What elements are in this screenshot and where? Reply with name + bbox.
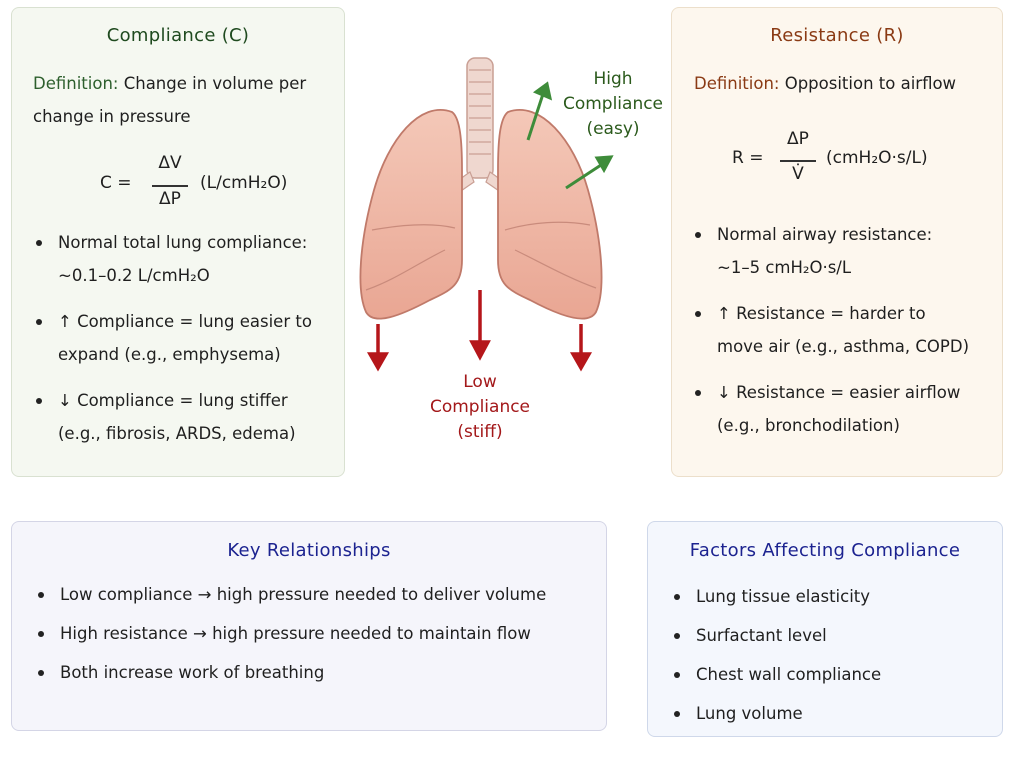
key-relationships-list: Low compliance → high pressure needed to…: [38, 578, 600, 689]
key-relationship-item: Low compliance → high pressure needed to…: [38, 578, 600, 611]
bullet-dot: [38, 670, 44, 676]
compliance-bullet-list: Normal total lung compliance: ~0.1–0.2 L…: [36, 226, 343, 450]
resistance-formula-denominator: V̇: [792, 164, 804, 184]
right-lung: [497, 109, 603, 320]
compliance-bullet: Normal total lung compliance: ~0.1–0.2 L…: [36, 226, 343, 292]
low-compliance-arrow: [469, 290, 491, 361]
low-compliance-arrow: [569, 324, 593, 372]
compliance-bullet: ↓ Compliance = lung stiffer (e.g., fibro…: [36, 384, 343, 450]
resistance-definition-lead: Definition:: [694, 74, 780, 93]
low-compliance-label: Low Compliance (stiff): [429, 372, 531, 442]
key-relationship-item: Both increase work of breathing: [38, 656, 600, 689]
compliance-formula-lhs: C =: [100, 173, 132, 193]
bullet-dot: [695, 390, 701, 396]
factor-item: Surfactant level: [674, 619, 996, 652]
key-relationships-card: Key Relationships Low compliance → high …: [11, 521, 607, 731]
high-compliance-label: High Compliance (easy): [562, 69, 664, 139]
bullet-dot: [674, 594, 680, 600]
resistance-bullet: ↓ Resistance = easier airflow (e.g., bro…: [695, 376, 1002, 442]
bullet-dot: [695, 311, 701, 317]
factor-item: Chest wall compliance: [674, 658, 996, 691]
factors-list: Lung tissue elasticity Surfactant level …: [674, 580, 996, 730]
compliance-formula-numerator: ΔV: [158, 153, 182, 173]
resistance-formula-lhs: R =: [732, 148, 764, 168]
bullet-dot: [674, 672, 680, 678]
key-relationship-item: High resistance → high pressure needed t…: [38, 617, 600, 650]
key-relationships-title: Key Relationships: [227, 540, 391, 561]
factors-title: Factors Affecting Compliance: [689, 540, 961, 561]
compliance-definition-line1: Change in volume per: [123, 74, 307, 93]
compliance-formula-units: (L/cmH₂O): [200, 173, 288, 193]
high-compliance-arrow: [565, 155, 614, 190]
resistance-bullet: Normal airway resistance: ~1–5 cmH₂O·s/L: [695, 218, 1002, 284]
compliance-card: Compliance (C) Definition: Change in vol…: [11, 7, 345, 477]
left-lung: [359, 109, 463, 320]
low-compliance-arrow: [366, 324, 390, 372]
factors-card: Factors Affecting Compliance Lung tissue…: [647, 521, 1003, 737]
resistance-title: Resistance (R): [770, 25, 904, 46]
resistance-bullet: ↑ Resistance = harder to move air (e.g.,…: [695, 297, 1002, 363]
resistance-definition: Definition: Opposition to airflow: [694, 67, 999, 100]
bullet-dot: [695, 232, 701, 238]
high-compliance-arrow: [526, 81, 553, 141]
bullet-dot: [36, 398, 42, 404]
compliance-definition-line2: change in pressure: [33, 107, 191, 126]
bullet-dot: [36, 240, 42, 246]
bullet-dot: [38, 631, 44, 637]
bullet-dot: [674, 633, 680, 639]
bullet-dot: [36, 319, 42, 325]
compliance-formula-denominator: ΔP: [159, 189, 181, 209]
factor-item: Lung volume: [674, 697, 996, 730]
factor-item: Lung tissue elasticity: [674, 580, 996, 613]
resistance-bullet-list: Normal airway resistance: ~1–5 cmH₂O·s/L…: [695, 218, 1002, 442]
bullet-dot: [38, 592, 44, 598]
compliance-definition-lead: Definition:: [33, 74, 119, 93]
resistance-definition-text: Opposition to airflow: [784, 74, 957, 93]
resistance-fraction-bar: [780, 160, 816, 162]
compliance-title: Compliance (C): [106, 25, 250, 46]
compliance-fraction-bar: [152, 185, 188, 187]
resistance-card: Resistance (R) Definition: Opposition to…: [671, 7, 1003, 477]
lungs-illustration: [359, 57, 614, 372]
resistance-formula-units: (cmH₂O·s/L): [826, 148, 928, 168]
compliance-bullet: ↑ Compliance = lung easier to expand (e.…: [36, 305, 343, 371]
compliance-definition: Definition: Change in volume per change …: [33, 67, 343, 133]
bullet-dot: [674, 711, 680, 717]
resistance-formula-numerator: ΔP: [787, 129, 809, 149]
